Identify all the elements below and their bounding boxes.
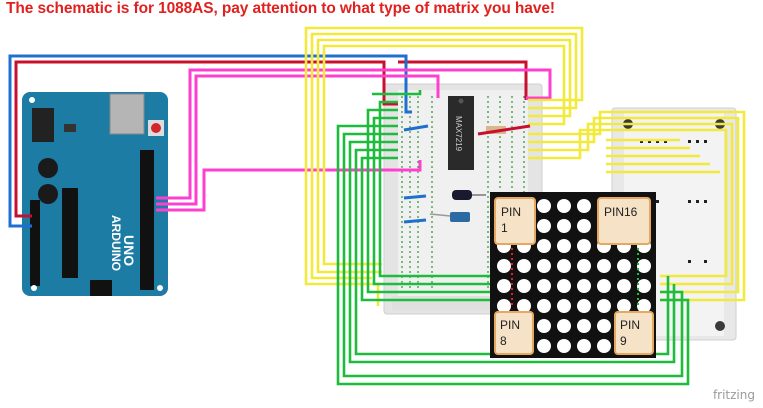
page-title: The schematic is for 1088AS, pay attenti… <box>6 0 555 17</box>
chip-label: MAX7219 <box>454 116 463 152</box>
pin-label-pin8-name: PIN <box>500 318 520 332</box>
arduino-brand-label: ARDUINO <box>109 215 123 271</box>
arduino-model-label: UNO <box>121 235 137 266</box>
pin-label-pin1-number: 1 <box>501 221 508 235</box>
pin-label-pin16-name: PIN16 <box>604 205 638 219</box>
pin-label-pin9: PIN 9 <box>614 311 654 355</box>
components <box>429 124 531 222</box>
pin-label-pin1: PIN 1 <box>494 197 536 245</box>
pin-label-pin9-name: PIN <box>620 318 640 332</box>
pin-label-pin16: PIN16 <box>597 197 651 245</box>
green-wires <box>336 90 690 386</box>
pin-label-pin9-number: 9 <box>620 334 627 348</box>
magenta-wires <box>156 68 552 212</box>
fritzing-watermark: fritzing <box>712 388 755 402</box>
pin-label-pin1-name: PIN <box>501 205 521 219</box>
blue-wires <box>8 54 429 228</box>
red-wires <box>14 60 528 218</box>
pin-label-pin8: PIN 8 <box>494 311 534 355</box>
arduino-uno-board: ARDUINO UNO <box>22 92 168 296</box>
max7219-chip: MAX7219 <box>448 96 474 170</box>
pin-label-pin8-number: 8 <box>500 334 507 348</box>
yellow-wires <box>304 26 746 306</box>
